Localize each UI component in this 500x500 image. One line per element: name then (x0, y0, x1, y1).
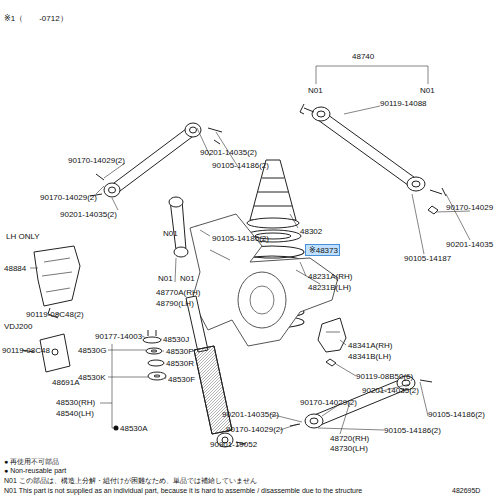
part-number: 90201-14035 (446, 240, 493, 249)
part-number: 48341B(LH) (348, 352, 391, 361)
note-text: ● Non-reusable part (4, 467, 66, 475)
part-number: 48530R (166, 359, 194, 368)
part-number: 48231A(RH) (308, 272, 352, 281)
part-number: 48540(LH) (56, 409, 94, 418)
leader-lines (30, 66, 470, 446)
part-number: 48691A (52, 378, 80, 387)
part-number: 48720(RH) (330, 434, 369, 443)
part-number: 48530F (168, 375, 195, 384)
note-text: ● 再使用不可部品 (4, 458, 59, 466)
part-number: 90201-14035(2) (362, 386, 419, 395)
part-number: 48530G (78, 346, 106, 355)
spring-bracket (318, 318, 346, 366)
note-text: N01 This part is not supplied as an indi… (4, 487, 362, 495)
part-number: 48730(LH) (330, 444, 368, 453)
lateral-rod (300, 104, 446, 214)
note-text: N01 この部品は、構造上分解・組付けが困難なため、単品では補給していません (4, 477, 257, 485)
part-number: 90105-14187 (404, 254, 451, 263)
part-number: 48302 (300, 227, 322, 236)
part-number: 90170-14029(2) (68, 156, 125, 165)
part-number: 48790(LH) (156, 299, 194, 308)
note-text: 482695D (452, 487, 480, 495)
highlighted-part: ※48373 (305, 244, 340, 256)
parts (22, 104, 446, 447)
applicability-note: ※1（ -0712） (4, 14, 68, 23)
lower-arm (290, 376, 432, 428)
part-number: VDJ200 (4, 322, 32, 331)
part-number: LH ONLY (6, 232, 40, 241)
part-number: ※48373 (309, 246, 336, 255)
part-number: 90901-19052 (210, 440, 257, 449)
shock-absorber (186, 296, 246, 447)
bump-stopper (245, 160, 301, 242)
part-number: 48740 (352, 52, 374, 61)
part-number: 90170-14029(2) (40, 193, 97, 202)
part-number: 90170-14029 (446, 203, 493, 212)
part-number: 90170-14029(2) (226, 425, 283, 434)
part-number: 90119-08B50(6) (356, 372, 413, 381)
part-number: 90170-14029(2) (300, 398, 357, 407)
part-number: 90119-14088 (380, 99, 427, 108)
part-number: N01 (180, 274, 195, 283)
part-number: 48770A(RH) (156, 288, 200, 297)
part-number: 90105-14186(2) (428, 410, 485, 419)
part-number: 48530P (166, 347, 194, 356)
part-number: 90201-14035(2) (200, 148, 257, 157)
non-reusable-dot (114, 426, 119, 431)
part-number: N01 (163, 229, 178, 238)
part-number: 48231B(LH) (308, 283, 351, 292)
part-number: 90201-14035(2) (60, 210, 117, 219)
part-number: 48530(RH) (56, 398, 95, 407)
part-number: 90201-14035(2) (222, 410, 279, 419)
part-number: 90105-14186(2) (384, 426, 441, 435)
part-number: 48341A(RH) (348, 341, 392, 350)
part-number: 48530J (163, 335, 189, 344)
part-number: 90119-08C48 (2, 346, 50, 355)
part-number: N01 (420, 86, 435, 95)
part-number: 48530K (78, 373, 106, 382)
part-number: 90105-14186(2) (212, 161, 269, 170)
part-number: 90105-14186(2) (212, 234, 269, 243)
part-number: N01 (158, 274, 173, 283)
part-number: N01 (308, 86, 323, 95)
part-number: 48530A (120, 424, 148, 433)
shock-washers (143, 330, 166, 380)
part-number: 48884 (4, 264, 26, 273)
part-number: 90119-08C48(2) (26, 310, 84, 319)
part-number: 90177-14003 (95, 332, 142, 341)
heat-shield (34, 246, 80, 318)
